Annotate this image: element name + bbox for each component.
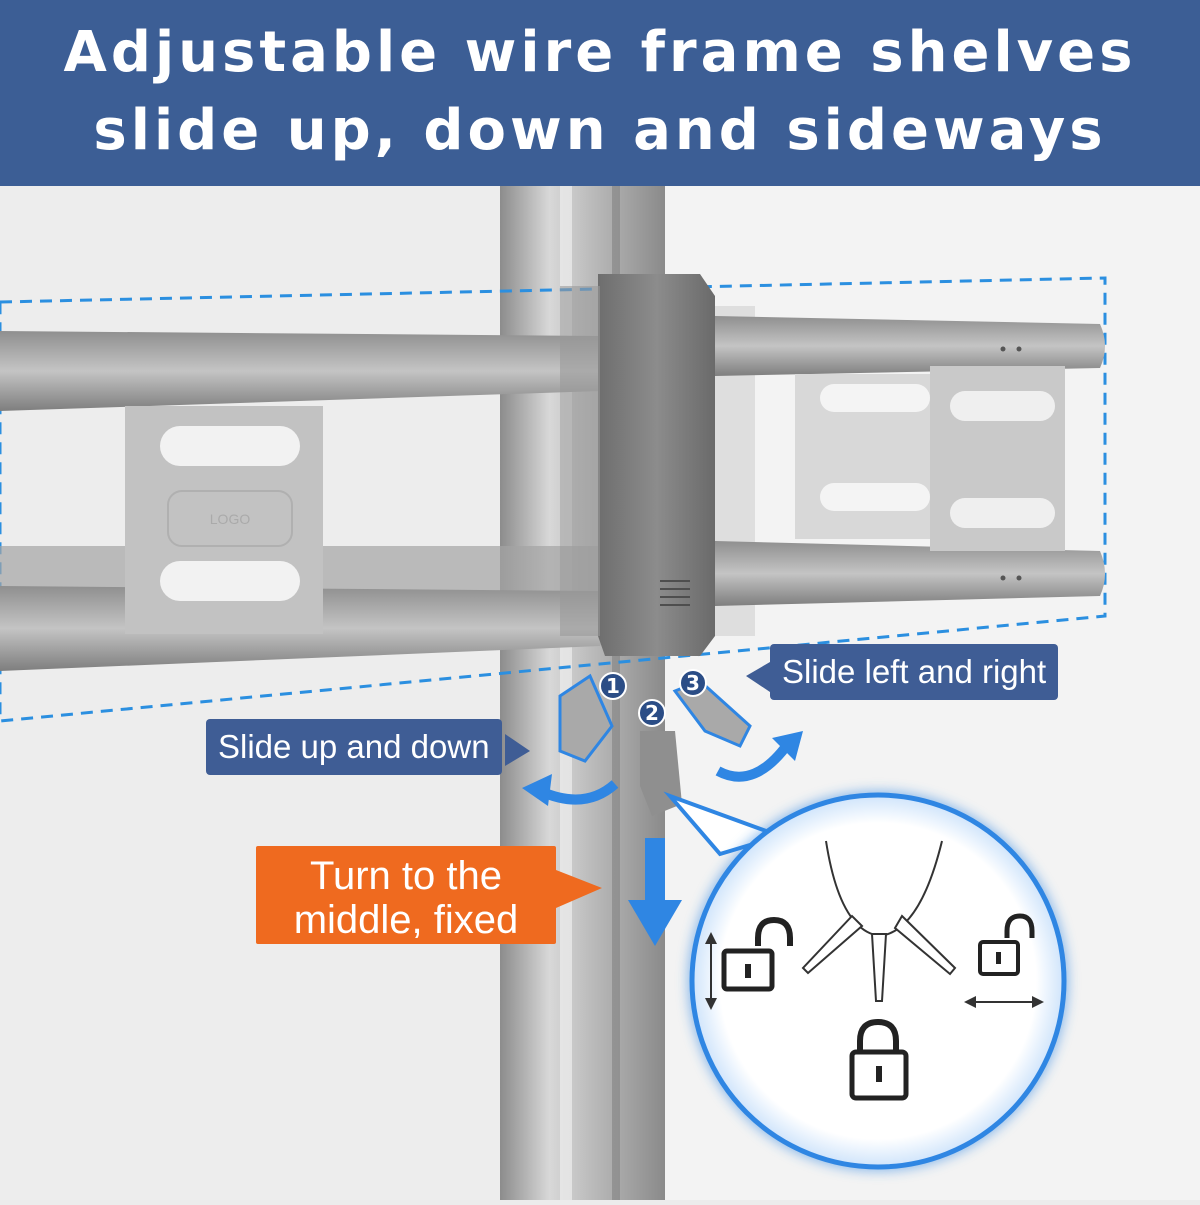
lever-left-sketch [801,914,864,975]
clamp-body [598,274,715,656]
bracket-logo: LOGO [210,511,251,527]
slide-up-down-label: Slide up and down [218,728,490,765]
upper-rail-right [715,316,1105,376]
rotate-right-arrow [715,738,795,782]
slide-left-right-label: Slide left and right [782,653,1047,690]
step-badge-1-label: 1 [606,674,620,698]
locked-padlock-icon [849,1018,909,1101]
lever-position-1 [558,673,614,763]
title-banner: Adjustable wire frame shelves slide up, … [0,0,1200,186]
lever-middle-sketch [870,933,888,1002]
product-scene: LOGO 1 2 3 [0,186,1200,1200]
down-arrow-icon [628,900,682,946]
shelf-outline [0,276,1107,723]
step-badge-3 [679,669,707,697]
banner-line-1: Adjustable wire frame shelves [63,20,1137,85]
lever-right-sketch [893,914,957,976]
lower-rail-right [715,541,1105,606]
down-arrow-shaft [645,838,665,904]
banner-line-2: slide up, down and sideways [93,98,1107,163]
slide-left-right-callout: Slide left and right [770,644,1059,700]
step-badge-2-label: 2 [645,701,659,725]
unlocked-padlock-icon [978,913,1035,976]
turn-middle-label: Turn to the middle, fixed [293,854,519,942]
turn-middle-callout: Turn to the middle, fixed [256,846,556,944]
step-badge-1 [599,672,627,700]
step-badge-2 [638,699,666,727]
unlocked-padlock-icon [721,916,793,992]
step-badge-3-label: 3 [686,671,700,695]
slide-up-down-callout: Slide up and down [206,719,502,775]
upper-rail-left [0,331,610,411]
